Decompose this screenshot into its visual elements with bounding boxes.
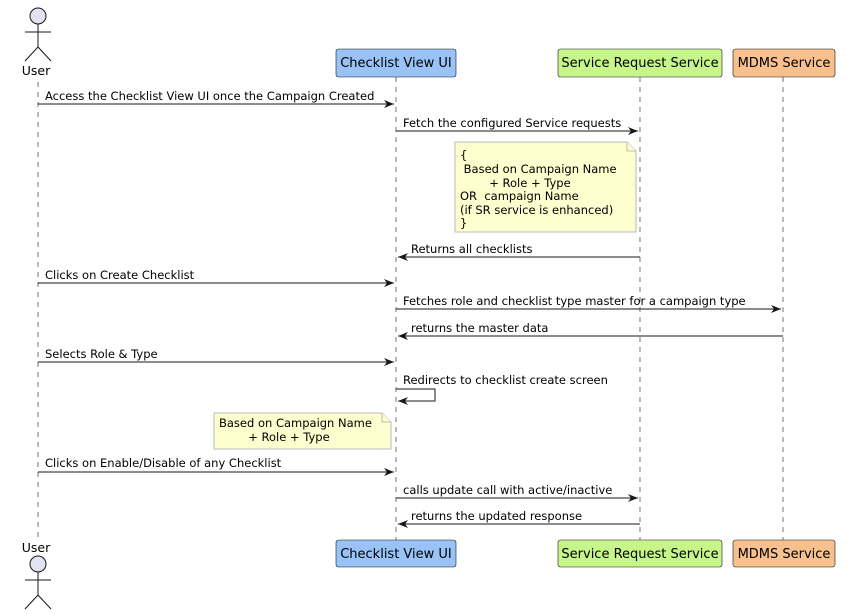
participant-mdms-label: MDMS Service [738,56,831,71]
participant-ui-bottom: Checklist View UI [335,539,457,568]
arrowhead [398,253,408,261]
arrowhead [398,397,408,405]
message-label: Returns all checklists [411,242,532,256]
message-updated-response: returns the updated response [398,509,640,528]
participant-user-bottom: User [22,540,52,610]
participant-srs-bottom: Service Request Service [557,539,723,568]
message-fetch-service-requests: Fetch the configured Service requests [396,116,638,135]
note-line: } [460,216,467,230]
arrowhead [384,468,394,476]
participant-box [335,539,457,568]
message-returns-master-data: returns the master data [398,321,783,340]
note-line: OR campaign Name [460,189,579,203]
participant-ui-top: Checklist View UI [335,48,457,78]
participant-srs-top: Service Request Service [557,48,723,78]
message-label: calls update call with active/inactive [403,483,612,497]
note-line: (if SR service is enhanced) [460,203,613,217]
participant-ui-label: Checklist View UI [340,56,452,71]
participant-user-label: User [22,63,51,78]
participant-box [557,539,723,568]
message-label: returns the master data [411,321,548,335]
message-update-call: calls update call with active/inactive [396,483,638,502]
participant-box [732,539,836,568]
note-box [213,412,392,450]
note-campaign-role-type: { Based on Campaign Name + Role + Type O… [454,141,637,233]
arrowhead [771,305,781,313]
arrowhead [384,358,394,366]
participant-user-label: User [22,540,51,555]
note-box [454,141,637,233]
note-line: { [460,148,467,162]
arrowhead [398,520,408,528]
messages: Access the Checklist View UI once the Ca… [38,89,783,528]
message-label: Selects Role & Type [45,347,158,361]
message-returns-checklists: Returns all checklists [398,242,640,261]
note-line: Based on Campaign Name [219,416,372,430]
arrowhead [628,127,638,135]
participant-box [732,48,836,78]
note-role-type-selection: Based on Campaign Name + Role + Type [213,412,392,450]
arrowhead [398,332,408,340]
message-label: Clicks on Create Checklist [45,268,195,282]
participant-box [335,48,457,78]
message-label: Redirects to checklist create screen [403,373,608,387]
participant-srs-label: Service Request Service [561,547,718,562]
note-line: + Role + Type [460,176,571,190]
participant-user-top: User [22,7,52,78]
message-label: Fetches role and checklist type master f… [403,294,746,308]
note-line: + Role + Type [219,430,330,444]
message-arrow [396,388,436,402]
message-label: returns the updated response [411,509,582,523]
participant-srs-label: Service Request Service [561,56,718,71]
message-create-checklist: Clicks on Create Checklist [38,268,394,287]
note-fold [626,142,636,152]
arrowhead [384,100,394,108]
participant-box [557,48,723,78]
actor-icon [24,7,52,62]
message-select-role-type: Selects Role & Type [38,347,394,366]
note-fold [381,413,391,423]
participant-ui-label: Checklist View UI [340,547,452,562]
actor-icon [24,555,52,610]
arrowhead [384,279,394,287]
note-line: Based on Campaign Name [460,162,617,176]
message-access-ui: Access the Checklist View UI once the Ca… [38,89,394,108]
message-label: Access the Checklist View UI once the Ca… [45,89,374,103]
arrowhead [628,494,638,502]
message-redirect-create-screen: Redirects to checklist create screen [396,373,608,405]
participant-mdms-bottom: MDMS Service [732,539,836,568]
message-label: Clicks on Enable/Disable of any Checklis… [45,456,282,470]
message-label: Fetch the configured Service requests [403,116,621,130]
participant-mdms-label: MDMS Service [738,547,831,562]
participant-mdms-top: MDMS Service [732,48,836,78]
message-fetch-role-master: Fetches role and checklist type master f… [396,294,781,313]
message-enable-disable: Clicks on Enable/Disable of any Checklis… [38,456,394,476]
